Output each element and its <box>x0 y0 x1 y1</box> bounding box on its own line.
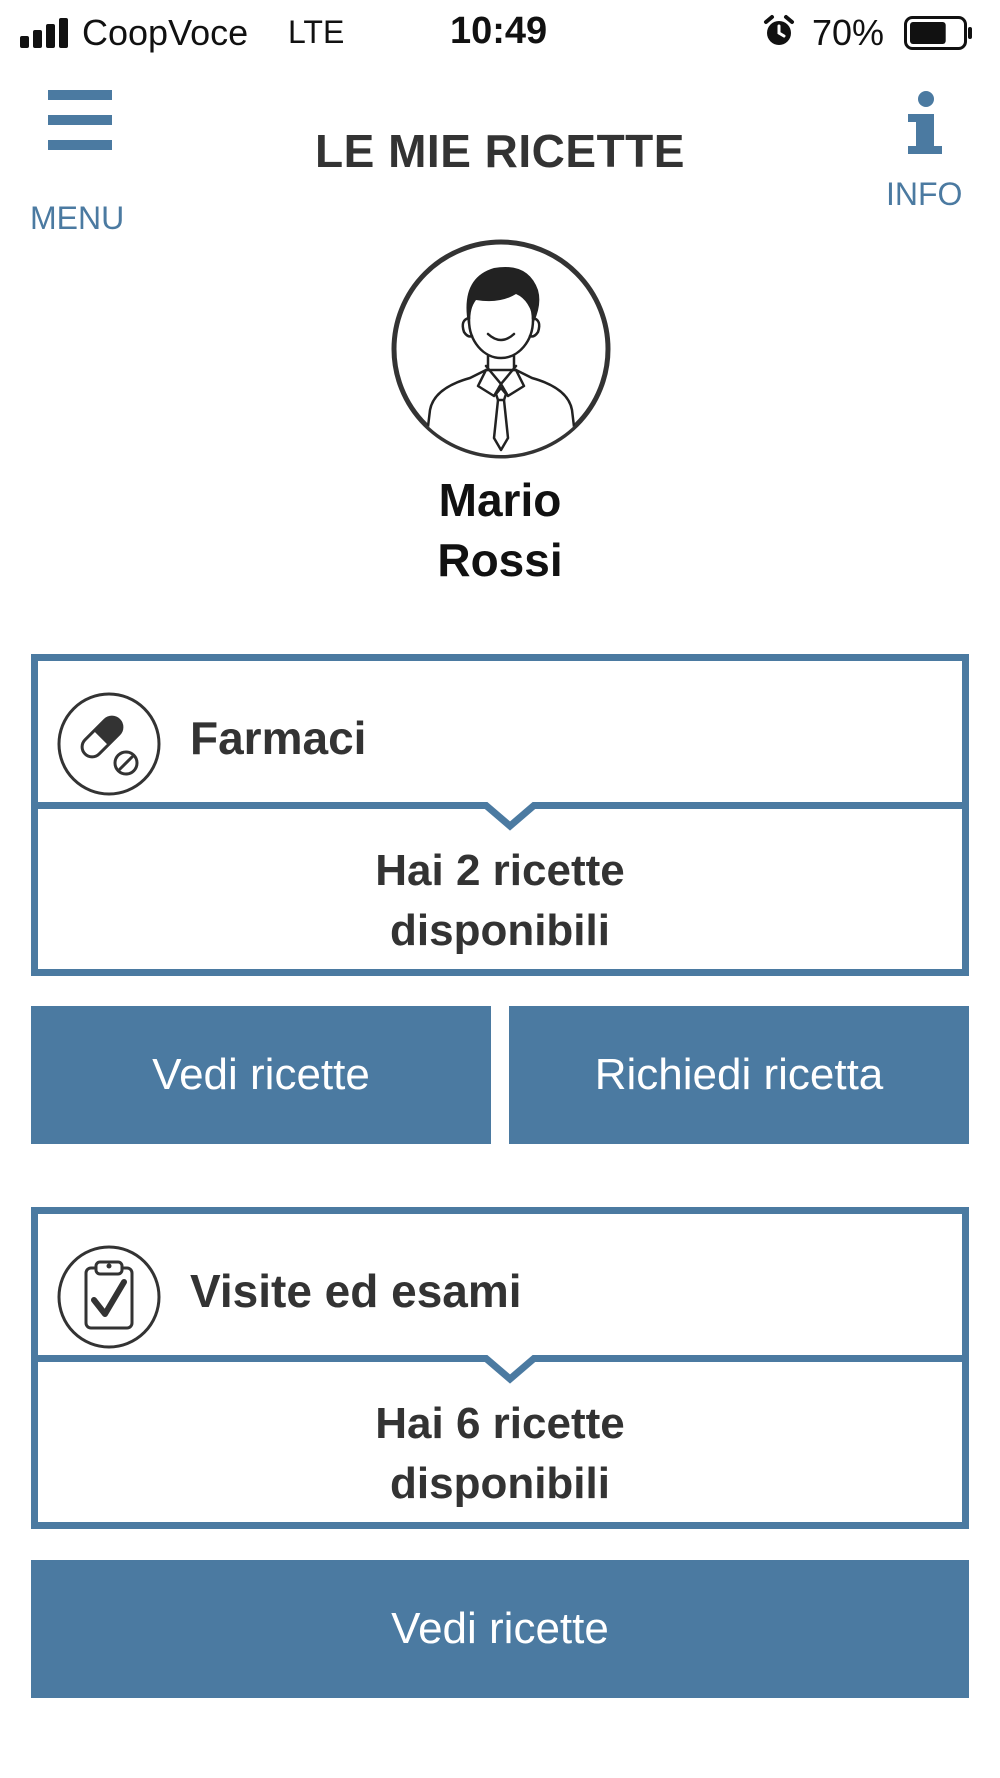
info-button[interactable]: INFO <box>880 90 980 212</box>
visite-esami-summary: Hai 6 ricette disponibili <box>38 1362 962 1522</box>
menu-label: MENU <box>30 200 125 236</box>
signal-icon <box>20 18 70 48</box>
visite-esami-card: Visite ed esami Hai 6 ricette disponibil… <box>31 1207 969 1529</box>
menu-button[interactable]: MENU <box>26 90 136 236</box>
visite-esami-summary-count: Hai 6 ricette <box>375 1399 625 1448</box>
visite-esami-title: Visite ed esami <box>190 1265 522 1317</box>
farmaci-card: Farmaci Hai 2 ricette disponibili <box>31 654 969 976</box>
carrier-name: CoopVoce <box>82 12 249 53</box>
visite-esami-view-prescriptions-button[interactable]: Vedi ricette <box>31 1560 969 1698</box>
clipboard-check-icon <box>57 1245 161 1349</box>
battery-percentage: 70% <box>812 12 885 53</box>
farmaci-title: Farmaci <box>190 712 367 764</box>
farmaci-summary-label: disponibili <box>390 906 610 955</box>
battery-icon <box>904 16 972 50</box>
visite-esami-summary-label: disponibili <box>390 1459 610 1508</box>
network-type: LTE <box>288 14 345 50</box>
farmaci-view-prescriptions-button[interactable]: Vedi ricette <box>31 1006 491 1144</box>
user-avatar-icon <box>391 239 611 459</box>
info-label: INFO <box>886 176 963 212</box>
user-first-name: Mario <box>438 474 562 526</box>
status-time: 10:49 <box>450 10 548 52</box>
farmaci-summary: Hai 2 ricette disponibili <box>38 809 962 969</box>
page-title: LE MIE RICETTE <box>315 125 685 177</box>
farmaci-request-prescription-button[interactable]: Richiedi ricetta <box>509 1006 969 1144</box>
user-name: Mario Rossi <box>0 470 1000 590</box>
farmaci-summary-count: Hai 2 ricette <box>375 846 625 895</box>
app-header: MENU LE MIE RICETTE INFO <box>0 66 1000 236</box>
visite-esami-card-header: Visite ed esami <box>38 1214 962 1384</box>
status-bar: CoopVoce LTE 10:49 70% <box>0 0 1000 66</box>
user-last-name: Rossi <box>437 534 563 586</box>
pill-icon <box>57 692 161 796</box>
chevron-down-icon <box>480 1355 540 1384</box>
hamburger-menu-icon <box>48 90 112 154</box>
info-icon <box>908 91 942 154</box>
alarm-clock-icon <box>764 15 794 45</box>
farmaci-card-header: Farmaci <box>38 661 962 831</box>
chevron-down-icon <box>480 802 540 831</box>
